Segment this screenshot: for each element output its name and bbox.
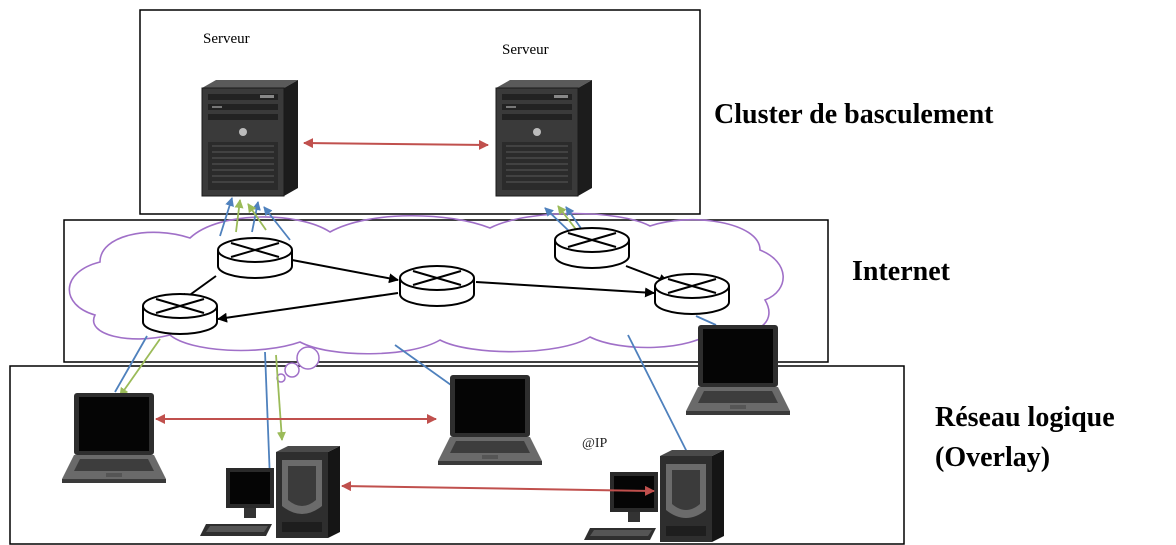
peer-links [155, 138, 655, 496]
laptop-icon [438, 375, 542, 465]
ip-address-label: @IP [582, 436, 608, 451]
overlay-layer-box [9, 365, 905, 545]
router-icon [554, 227, 630, 269]
green-links [119, 199, 579, 441]
desktop-computer-icon [584, 450, 724, 542]
cluster-peer-link [303, 138, 489, 150]
server-tower-icon [495, 79, 593, 197]
server-label: Serveur [502, 42, 549, 58]
cluster-layer-box [139, 9, 701, 215]
overlay-layer-title-line2: (Overlay) [935, 442, 1051, 473]
internet-layer-box [63, 219, 829, 363]
server-label: Serveur [203, 31, 250, 47]
desktop-peer-link [341, 481, 655, 496]
network-links [114, 197, 717, 481]
cluster-layer-title: Cluster de basculement [714, 99, 994, 130]
overlay-layer-title-line1: Réseau logique [935, 402, 1115, 433]
router-icon [399, 265, 475, 307]
thought-bubble-icon [276, 346, 320, 383]
laptop-icon [62, 393, 166, 483]
router-icon [142, 293, 218, 335]
internet-layer-title: Internet [852, 256, 950, 287]
laptop-icon [686, 325, 790, 415]
router-icon [217, 237, 293, 279]
server-tower-icon [201, 79, 299, 197]
router-icon [654, 273, 730, 315]
